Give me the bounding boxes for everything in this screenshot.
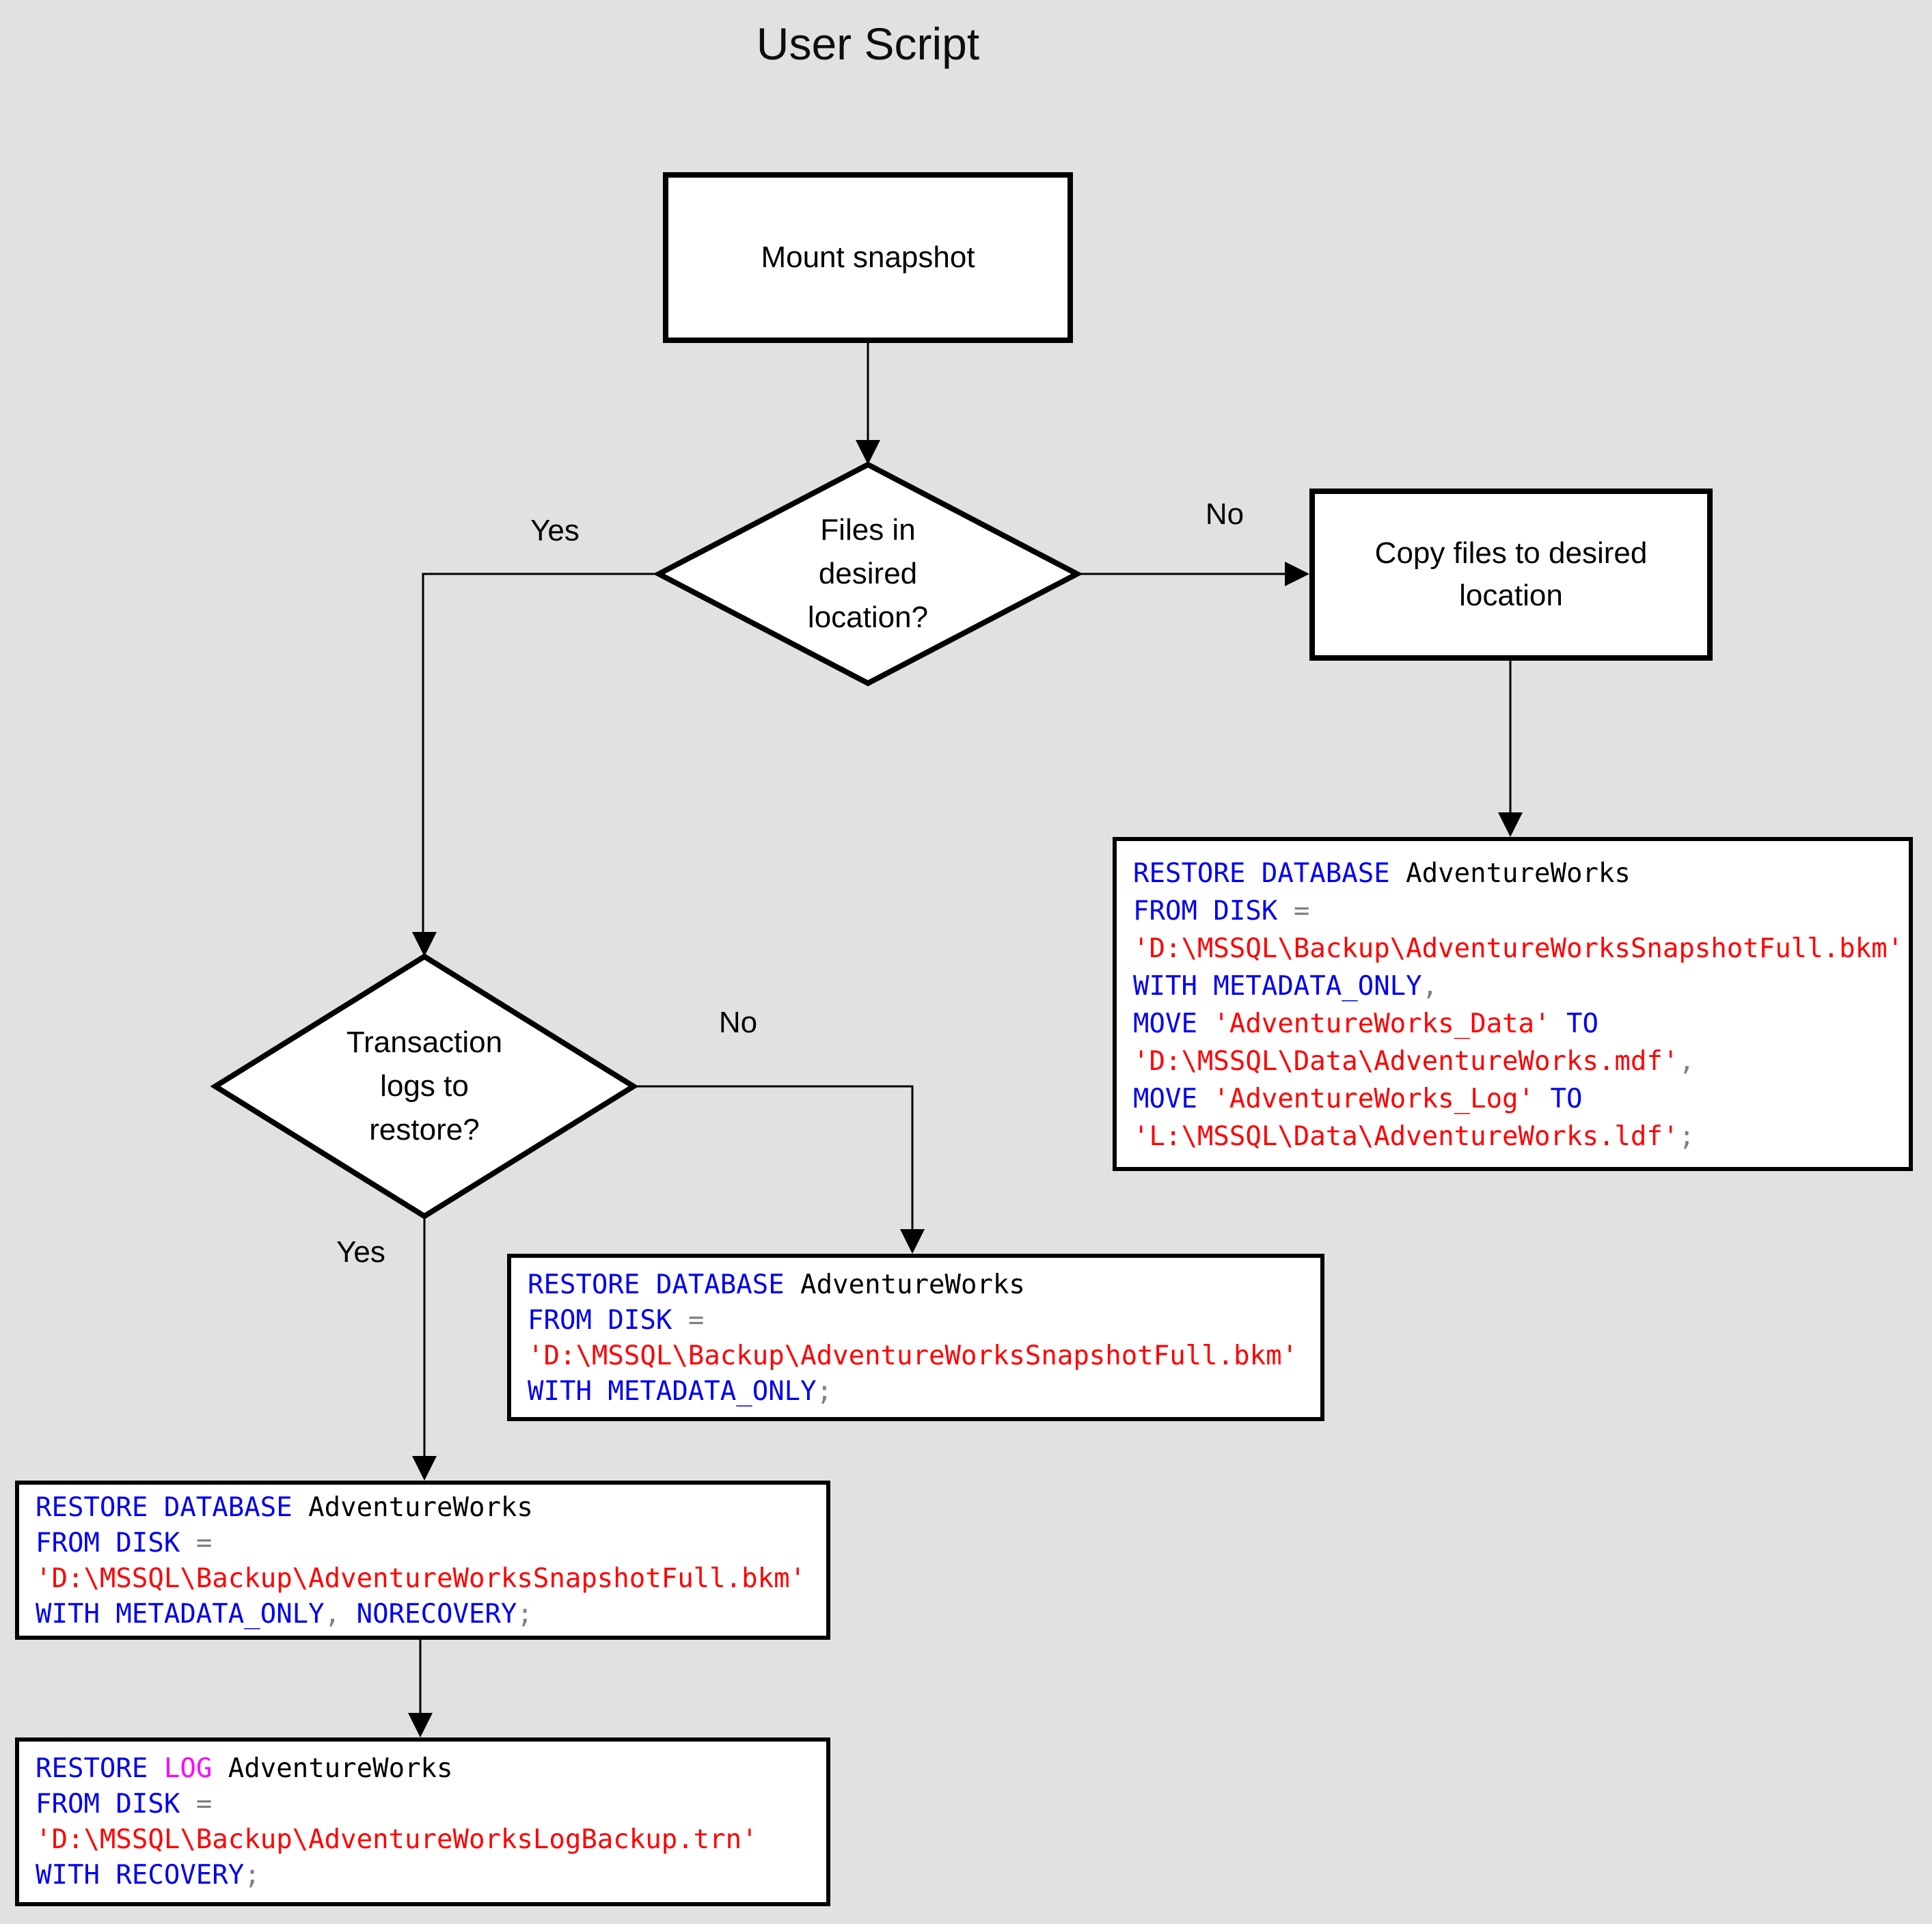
code-line: MOVE 'AdventureWorks_Data' TO xyxy=(1133,1005,1903,1043)
code-segment-kw: RESTORE DATABASE xyxy=(1133,858,1390,889)
code-segment-tx xyxy=(148,1753,163,1784)
code-line: WITH METADATA_ONLY, NORECOVERY; xyxy=(36,1597,821,1632)
arrowhead-into-norecovery-box xyxy=(412,1456,437,1481)
code-segment-tx: AdventureWorks xyxy=(1389,858,1631,889)
code-line: RESTORE LOG AdventureWorks xyxy=(36,1751,821,1787)
code-line: 'L:\MSSQL\Data\AdventureWorks.ldf'; xyxy=(1133,1118,1903,1155)
code-segment-kw: RESTORE DATABASE xyxy=(36,1492,292,1523)
decision-files-diamond xyxy=(653,461,1083,687)
code-segment-str: 'D:\MSSQL\Backup\AdventureWorksSnapshotF… xyxy=(1133,933,1904,964)
decision-logs-diamond xyxy=(210,953,639,1220)
code-segment-op: ; xyxy=(517,1599,533,1630)
code-segment-tx xyxy=(672,1305,688,1336)
code-segment-op: ; xyxy=(816,1376,833,1407)
code-segment-op: = xyxy=(195,1528,213,1558)
code-segment-kw: RESTORE DATABASE xyxy=(528,1269,785,1300)
code-segment-kw: WITH RECOVERY xyxy=(36,1860,245,1891)
code-segment-kw: TO xyxy=(1550,1008,1598,1039)
code-segment-tx: AdventureWorks xyxy=(212,1753,453,1784)
node-mount-snapshot: Mount snapshot xyxy=(663,172,1073,343)
code-line: FROM DISK = xyxy=(528,1303,1315,1338)
arrowhead-into-files-decision xyxy=(856,440,880,465)
code-segment-op: , xyxy=(324,1599,341,1630)
code-segment-kw: MOVE xyxy=(1133,1084,1197,1114)
code-segment-kw: WITH METADATA_ONLY xyxy=(528,1376,817,1407)
code-segment-kw: MOVE xyxy=(1133,1008,1197,1039)
code-segment-kw: RESTORE xyxy=(36,1753,148,1784)
node-decision-logs-label: Transaction logs to restore? xyxy=(346,1025,503,1147)
code-segment-str: 'D:\MSSQL\Backup\AdventureWorksSnapshotF… xyxy=(36,1563,806,1594)
code-segment-tx xyxy=(1197,1084,1213,1114)
code-line: RESTORE DATABASE AdventureWorks xyxy=(1133,855,1903,892)
code-line: RESTORE DATABASE AdventureWorks xyxy=(36,1490,821,1526)
code-segment-tx xyxy=(180,1528,195,1558)
code-line: 'D:\MSSQL\Data\AdventureWorks.mdf', xyxy=(1133,1043,1903,1080)
edge-label-files-yes: Yes xyxy=(530,514,580,547)
code-segment-tx xyxy=(180,1789,195,1819)
code-segment-str: 'D:\MSSQL\Backup\AdventureWorksLogBackup… xyxy=(36,1824,758,1855)
code-segment-tx: AdventureWorks xyxy=(784,1269,1025,1300)
code-segment-str: 'D:\MSSQL\Data\AdventureWorks.mdf' xyxy=(1133,1046,1679,1077)
code-segment-op: ; xyxy=(244,1860,260,1891)
edge-label-logs-no: No xyxy=(718,1006,758,1039)
code-segment-op: , xyxy=(1678,1046,1695,1077)
code-line: RESTORE DATABASE AdventureWorks xyxy=(528,1267,1315,1303)
connector-files-yes xyxy=(422,573,657,947)
page-title: User Script xyxy=(756,18,980,69)
arrowhead-into-log-recovery-box xyxy=(408,1713,433,1737)
arrowhead-into-logs-decision xyxy=(412,932,437,957)
node-decision-files-label: Files in desired location? xyxy=(807,512,929,635)
edge-label-logs-yes: Yes xyxy=(336,1235,385,1269)
code-segment-op: , xyxy=(1421,971,1439,1002)
arrowhead-into-copy-code-box xyxy=(1498,812,1523,837)
code-line: MOVE 'AdventureWorks_Log' TO xyxy=(1133,1080,1903,1118)
code-segment-op: = xyxy=(688,1305,705,1336)
connector-logs-no xyxy=(635,1085,914,1245)
code-segment-op: = xyxy=(195,1789,213,1819)
code-line: WITH METADATA_ONLY; xyxy=(528,1374,1315,1410)
code-segment-tx: AdventureWorks xyxy=(292,1492,533,1523)
code-line: FROM DISK = xyxy=(1133,892,1903,930)
code-segment-kw: TO xyxy=(1534,1084,1583,1114)
code-segment-kw: FROM DISK xyxy=(1133,896,1278,926)
code-segment-kw: WITH METADATA_ONLY xyxy=(1133,971,1422,1002)
code-line: 'D:\MSSQL\Backup\AdventureWorksSnapshotF… xyxy=(528,1338,1315,1374)
code-segment-tx xyxy=(1277,896,1293,926)
code-segment-op: = xyxy=(1293,896,1310,926)
code-line: 'D:\MSSQL\Backup\AdventureWorksSnapshotF… xyxy=(36,1561,821,1597)
code-segment-kw: NORECOVERY xyxy=(340,1599,517,1630)
code-line: FROM DISK = xyxy=(36,1787,821,1822)
code-line: WITH RECOVERY; xyxy=(36,1858,821,1893)
arrowhead-into-copy-box xyxy=(1285,562,1309,586)
code-line: WITH METADATA_ONLY, xyxy=(1133,967,1903,1005)
code-segment-kw: FROM DISK xyxy=(36,1528,180,1558)
code-line: 'D:\MSSQL\Backup\AdventureWorksSnapshotF… xyxy=(1133,930,1903,967)
code-segment-str: 'AdventureWorks_Log' xyxy=(1213,1084,1535,1114)
code-segment-kw: WITH METADATA_ONLY xyxy=(36,1599,325,1630)
code-segment-str: 'AdventureWorks_Data' xyxy=(1213,1008,1551,1039)
code-segment-str: 'D:\MSSQL\Backup\AdventureWorksSnapshotF… xyxy=(528,1341,1298,1371)
code-line: FROM DISK = xyxy=(36,1526,821,1561)
code-segment-tx xyxy=(1197,1008,1213,1039)
arrowhead-into-metadata-only-box xyxy=(900,1229,925,1254)
code-segment-kw: FROM DISK xyxy=(528,1305,672,1336)
code-segment-mg: LOG xyxy=(163,1753,213,1784)
code-segment-op: ; xyxy=(1678,1121,1695,1152)
code-line: 'D:\MSSQL\Backup\AdventureWorksLogBackup… xyxy=(36,1822,821,1858)
code-segment-kw: FROM DISK xyxy=(36,1789,180,1819)
code-segment-str: 'L:\MSSQL\Data\AdventureWorks.ldf' xyxy=(1133,1121,1679,1152)
node-copy-files: Copy files to desired location xyxy=(1309,489,1713,661)
edge-label-files-no: No xyxy=(1205,497,1244,531)
